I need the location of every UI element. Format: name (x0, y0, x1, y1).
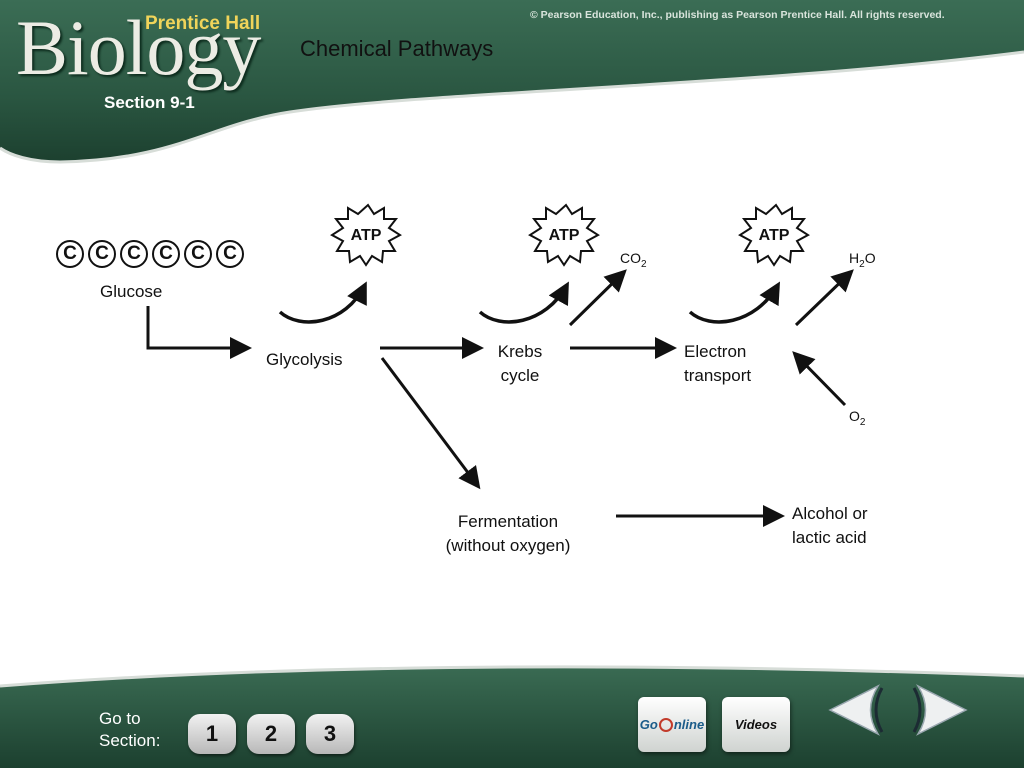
go-to-line-2: Section: (99, 731, 161, 750)
atp-burst-electron: ATP (738, 203, 810, 267)
go-to-line-1: Go to (99, 709, 141, 728)
copyright-notice: © Pearson Education, Inc., publishing as… (530, 9, 945, 21)
go-online-o-icon (658, 717, 673, 732)
atp-label: ATP (759, 227, 790, 244)
carbon-atom: C (120, 240, 148, 268)
krebs-line-1: Krebs (497, 342, 543, 361)
section-2-button[interactable]: 2 (247, 714, 295, 754)
previous-arrow-icon[interactable] (826, 680, 888, 740)
electron-line-1: Electron (684, 342, 747, 361)
h2o-release-arrow (794, 269, 854, 327)
atp-burst-glycolysis: ATP (330, 203, 402, 267)
carbon-atom: C (56, 240, 84, 268)
atp-starburst-icon (330, 203, 402, 267)
videos-button[interactable]: Videos (722, 697, 790, 752)
section-label: Section 9-1 (104, 93, 195, 112)
atp-label: ATP (549, 227, 580, 244)
electron-line-2: transport (684, 366, 752, 385)
glycolysis-label: Glycolysis (266, 350, 343, 369)
electron-transport-label: Electron transport (684, 340, 751, 388)
atp-curved-arrow-krebs (478, 281, 569, 324)
atp-curved-arrow-glycolysis (278, 281, 367, 324)
header-band (0, 0, 1024, 164)
next-arrow-icon[interactable] (908, 680, 970, 740)
section-1-button[interactable]: 1 (188, 714, 236, 754)
carbon-atom: C (184, 240, 212, 268)
krebs-line-2: cycle (500, 366, 540, 385)
carbon-atom: C (216, 240, 244, 268)
glycolysis-to-fermentation-arrow (380, 357, 481, 490)
page-title: Chemical Pathways (300, 36, 494, 61)
carbon-atom: C (88, 240, 116, 268)
atp-starburst-icon (738, 203, 810, 267)
fermentation-line-1: Fermentation (457, 512, 559, 531)
go-online-left: Go (639, 717, 658, 732)
atp-burst-krebs: ATP (528, 203, 600, 267)
o2-label: O2 (849, 408, 866, 428)
logo-biology-text: Biology (16, 4, 261, 91)
atp-label: ATP (351, 227, 382, 244)
go-online-right: nline (673, 717, 705, 732)
co2-label: CO2 (620, 250, 647, 270)
fermentation-label: Fermentation (without oxygen) (430, 510, 586, 558)
glucose-carbon-chain: C C C C C C (54, 238, 246, 274)
carbon-atom: C (152, 240, 180, 268)
krebs-cycle-label: Krebs cycle (490, 340, 550, 388)
h2o-label: H2O (849, 250, 876, 270)
go-to-section-label: Go to Section: (99, 708, 160, 752)
fermentation-products-label: Alcohol or lactic acid (792, 502, 868, 550)
glucose-to-glycolysis-arrow (146, 306, 252, 359)
section-3-button[interactable]: 3 (306, 714, 354, 754)
atp-curved-arrow-electron (688, 281, 780, 324)
products-line-2: lactic acid (792, 528, 867, 547)
products-line-1: Alcohol or (792, 504, 868, 523)
atp-starburst-icon (528, 203, 600, 267)
logo-prentice-hall-text: Prentice Hall (145, 13, 261, 34)
fermentation-line-2: (without oxygen) (445, 536, 571, 555)
co2-release-arrow (568, 269, 627, 327)
o2-input-arrow (792, 351, 847, 407)
biology-logo: Biology Prentice Hall (12, 2, 262, 97)
glucose-label: Glucose (100, 282, 163, 301)
